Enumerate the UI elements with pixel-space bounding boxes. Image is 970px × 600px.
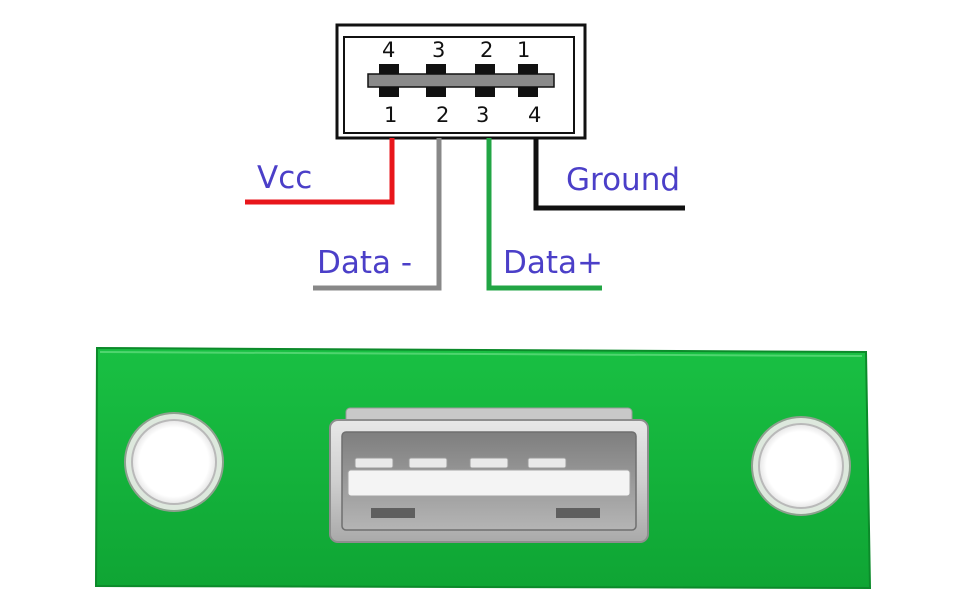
vcc-label: Vcc bbox=[257, 160, 312, 196]
usb-latch-left bbox=[371, 508, 415, 518]
wires bbox=[245, 138, 685, 291]
contact-bar bbox=[367, 73, 555, 88]
data-plus-wire bbox=[486, 138, 602, 291]
pin-pad-1-top bbox=[518, 64, 538, 74]
pin-number-bottom: 2 bbox=[436, 103, 449, 127]
ground-wire bbox=[533, 138, 685, 211]
pin-number-bottom: 1 bbox=[384, 103, 397, 127]
usb-contacts bbox=[354, 457, 567, 469]
pin-number-top: 3 bbox=[432, 38, 445, 62]
ground-label: Ground bbox=[566, 162, 680, 198]
data-minus-wire bbox=[313, 138, 442, 291]
connector-schematic: 4 3 2 1 1 2 3 4 bbox=[335, 23, 587, 140]
pin-pad-3-top bbox=[426, 64, 446, 74]
pin-number-top: 2 bbox=[480, 38, 493, 62]
pin-pad-4-bottom bbox=[518, 87, 538, 97]
usb-breakout-board bbox=[94, 346, 872, 590]
vcc-wire bbox=[245, 138, 395, 205]
usb-a-connector-icon bbox=[329, 407, 649, 543]
data-minus-label: Data - bbox=[317, 245, 412, 281]
mounting-hole-left bbox=[124, 412, 224, 512]
pin-number-top: 4 bbox=[382, 38, 395, 62]
pin-pad-4-top bbox=[379, 64, 399, 74]
usb-latch-right bbox=[556, 508, 600, 518]
pin-number-top: 1 bbox=[517, 38, 530, 62]
pcb-highlight bbox=[99, 351, 863, 357]
usb-tongue bbox=[347, 469, 631, 497]
pin-pad-3-bottom bbox=[475, 87, 495, 97]
data-plus-label: Data+ bbox=[503, 245, 603, 281]
pin-pad-1-bottom bbox=[379, 87, 399, 97]
mounting-hole-right bbox=[751, 416, 851, 516]
pin-number-bottom: 4 bbox=[528, 103, 541, 127]
pin-pads bbox=[379, 64, 538, 97]
pin-pad-2-bottom bbox=[426, 87, 446, 97]
pin-number-bottom: 3 bbox=[476, 103, 489, 127]
pin-pad-2-top bbox=[475, 64, 495, 74]
